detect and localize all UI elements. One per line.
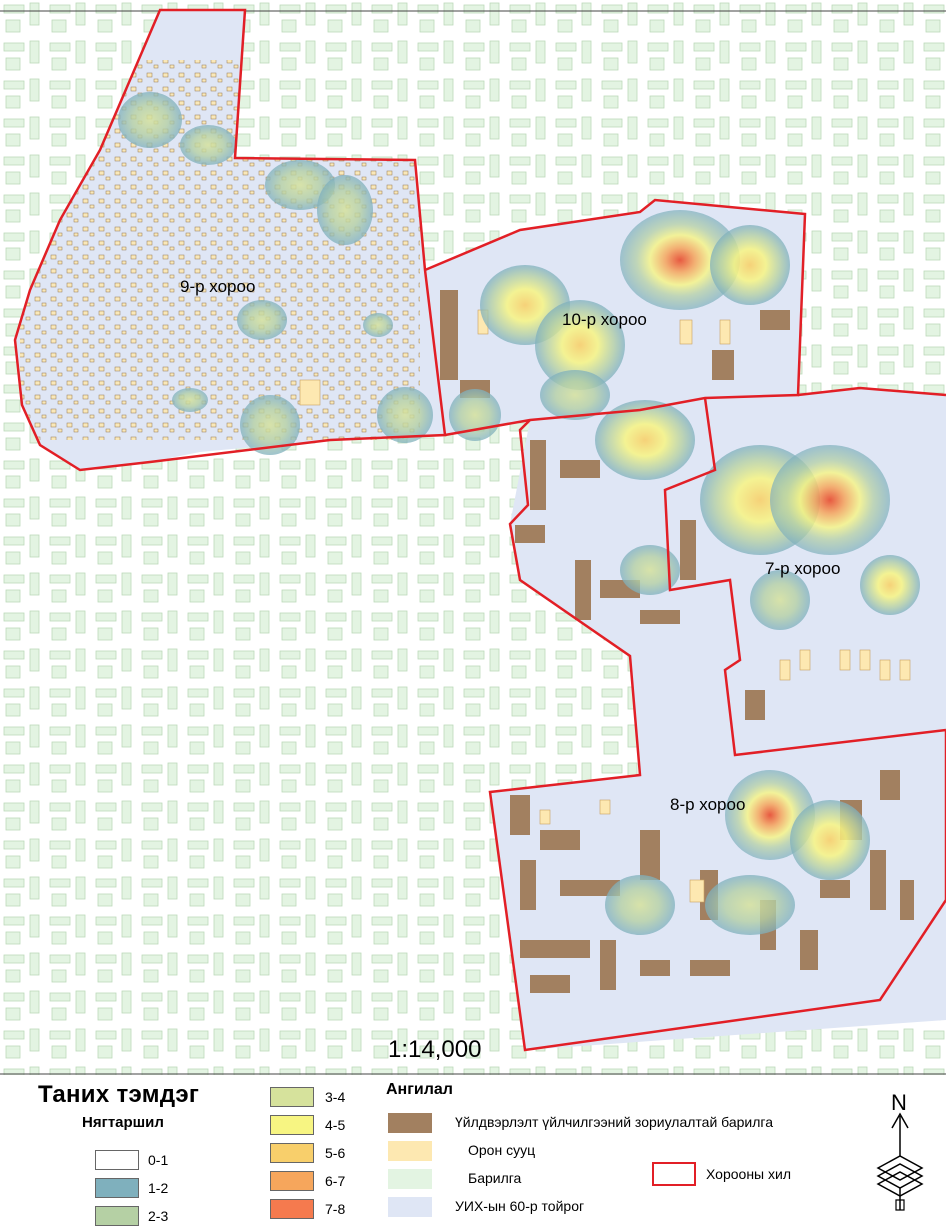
density-swatch-6-7 xyxy=(270,1171,314,1191)
category-swatch-building xyxy=(388,1169,432,1189)
density-title: Нягтаршил xyxy=(82,1114,164,1131)
density-swatch-0-1 xyxy=(95,1150,139,1170)
density-swatch-4-5 xyxy=(270,1115,314,1135)
category-label: УИХ-ын 60-р тойрог xyxy=(455,1198,585,1214)
category-swatch-district xyxy=(388,1197,432,1217)
residential-buildings xyxy=(299,309,911,903)
density-swatch-1-2 xyxy=(95,1178,139,1198)
north-arrow-icon: N xyxy=(876,1090,924,1211)
category-label: Барилга xyxy=(468,1170,522,1186)
category-swatch-residential xyxy=(388,1141,432,1161)
density-label: 2-3 xyxy=(148,1208,169,1224)
north-label: N xyxy=(891,1090,907,1115)
density-label: 5-6 xyxy=(325,1145,346,1161)
category-label: Үйлдвэрлэлт үйлчилгээний зориулалтай бар… xyxy=(455,1114,773,1130)
boundary-label: Хорооны хил xyxy=(706,1166,791,1182)
khoroo-boundaries xyxy=(13,8,946,1052)
khoroo-9-label: 9-р хороо xyxy=(180,277,255,296)
density-swatch-3-4 xyxy=(270,1087,314,1107)
category-swatch-industrial xyxy=(388,1113,432,1133)
khoroo-10-label: 10-р хороо xyxy=(562,310,647,329)
density-label: 6-7 xyxy=(325,1173,346,1189)
map-canvas[interactable]: 9-р хороо 10-р хороо 7-р хороо 8-р хороо xyxy=(0,0,946,1075)
density-label: 0-1 xyxy=(148,1152,169,1168)
density-label: 1-2 xyxy=(148,1180,169,1196)
legend-title: Таних тэмдэг xyxy=(38,1081,200,1108)
khoroo-8-label: 8-р хороо xyxy=(670,795,745,814)
density-label: 7-8 xyxy=(325,1201,346,1217)
density-swatch-5-6 xyxy=(270,1143,314,1163)
category-label: Орон сууц xyxy=(468,1142,536,1158)
boundary-swatch xyxy=(652,1162,696,1186)
density-swatch-7-8 xyxy=(270,1199,314,1219)
density-label: 4-5 xyxy=(325,1117,346,1133)
legend-panel xyxy=(0,1075,946,1230)
density-heatmap xyxy=(118,92,920,935)
density-swatch-2-3 xyxy=(95,1206,139,1226)
scale-label: 1:14,000 xyxy=(388,1036,482,1063)
category-title: Ангилал xyxy=(386,1081,453,1098)
khoroo-7-label: 7-р хороо xyxy=(765,559,840,578)
density-label: 3-4 xyxy=(325,1089,346,1105)
